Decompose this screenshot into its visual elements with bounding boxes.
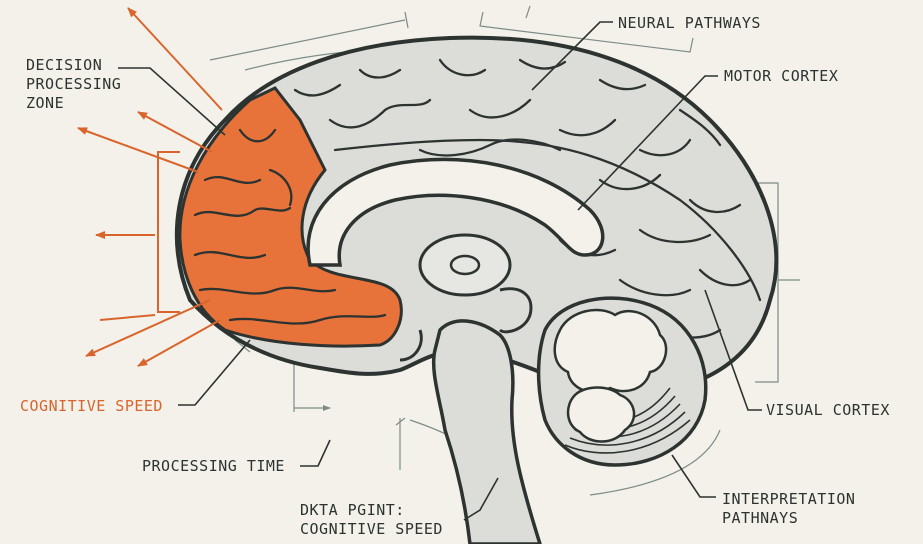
decision-processing-zone-label: DECISION PROCESSING ZONE (26, 56, 121, 113)
interpretation-pathways-label: INTERPRETATION PATHNAYS (722, 490, 855, 528)
processing-time-label: PROCESSING TIME (142, 457, 285, 476)
data-point-label: DKTA PGINT: COGNITIVE SPEED (300, 501, 443, 539)
cognitive-speed-label: COGNITIVE SPEED (20, 397, 163, 416)
visual-cortex-label: VISUAL CORTEX (766, 401, 890, 420)
thalamus (420, 235, 510, 295)
neural-pathways-label: NEURAL PATHWAYS (618, 14, 761, 33)
cerebellum (539, 298, 706, 465)
motor-cortex-label: MOTOR CORTEX (724, 67, 838, 86)
